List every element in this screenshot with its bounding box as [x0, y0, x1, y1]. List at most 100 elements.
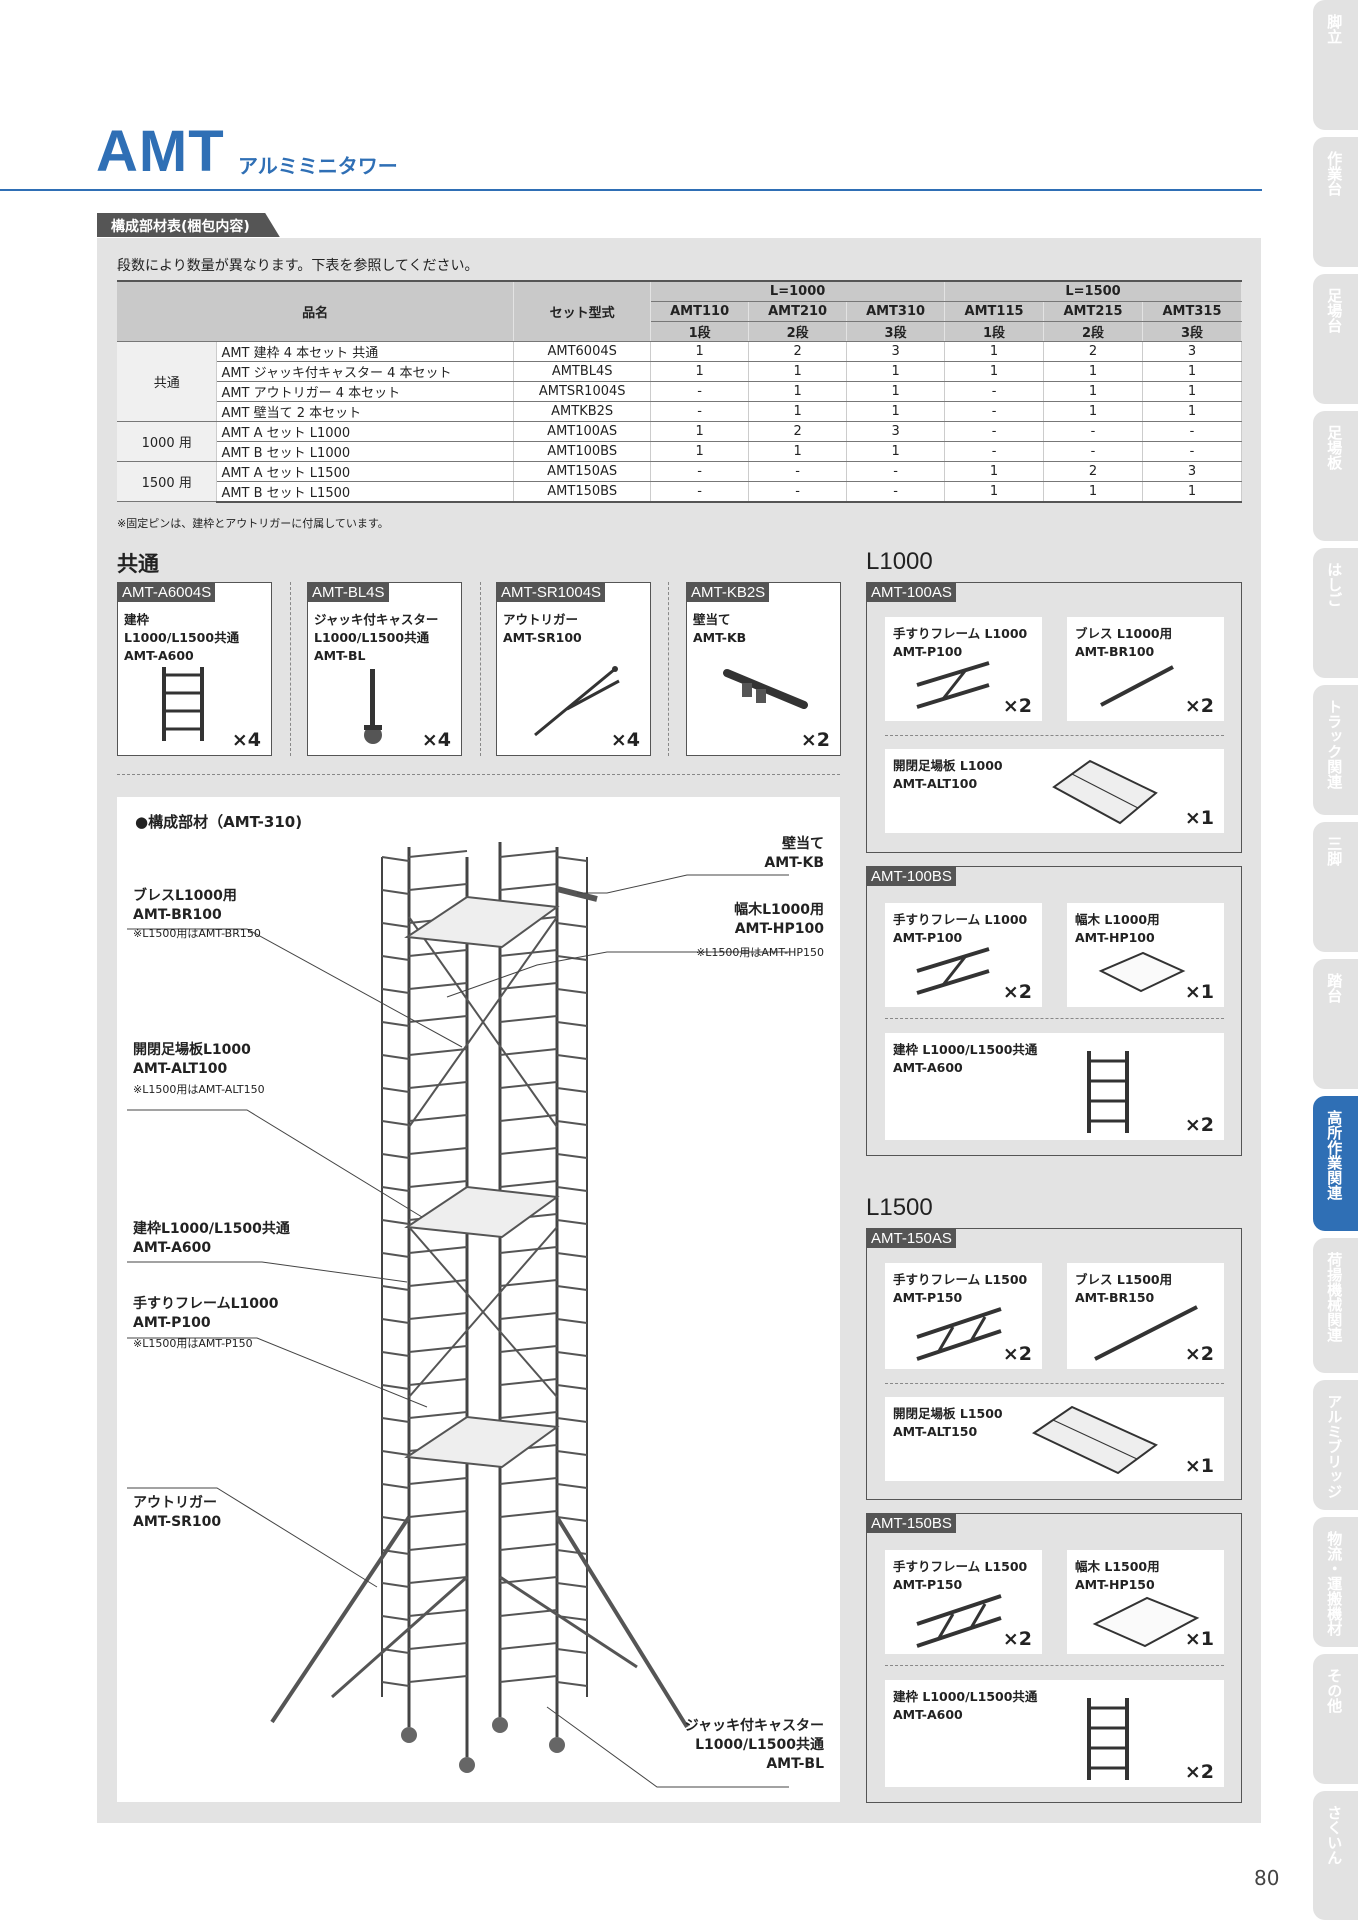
side-tab-other[interactable]: その他	[1313, 1654, 1358, 1784]
frame-rung	[556, 1087, 588, 1093]
side-tab-logistics[interactable]: 物流・運搬機材	[1313, 1517, 1358, 1647]
brace-illustration	[1094, 1305, 1198, 1361]
set-code: AMT-150BS	[867, 1514, 956, 1533]
frame-rung	[556, 1549, 588, 1555]
frame-rung	[499, 1609, 558, 1617]
frame-rung	[499, 1642, 558, 1650]
quantity-cell: 1	[1142, 401, 1242, 422]
item-name-cell: AMT ジャッキ付キャスター 4 本セット	[216, 361, 515, 382]
quantity-cell: 1	[846, 441, 946, 462]
quantity-cell: 1	[1043, 401, 1143, 422]
frame-rung	[381, 1384, 410, 1390]
quantity: ×2	[1184, 1343, 1214, 1365]
frame-rung	[556, 988, 588, 994]
frame-rung	[499, 1147, 558, 1155]
frame-rung	[408, 1147, 468, 1155]
quantity-cell: 1	[944, 361, 1045, 382]
title-divider	[0, 189, 1262, 191]
quantity-cell: -	[748, 481, 848, 503]
quantity-cell: 1	[748, 361, 848, 382]
frame-rung	[499, 1312, 558, 1320]
handrail-illustration	[916, 1307, 1002, 1361]
wall-tie-illustration	[723, 669, 808, 709]
side-tab-workbench[interactable]: 作業台	[1313, 137, 1358, 267]
quantity-cell: 2	[1043, 461, 1143, 482]
page-subtitle: アルミミニタワー	[238, 154, 398, 178]
frame-rung	[556, 1285, 588, 1291]
frame-rung	[408, 1543, 468, 1551]
quantity: ×1	[1184, 981, 1214, 1003]
quantity: ×1	[1184, 1628, 1214, 1650]
side-tab-truck[interactable]: トラック関連	[1313, 685, 1358, 815]
frame-rung	[381, 1186, 410, 1192]
quantity-cell: 1	[944, 481, 1045, 503]
note-brace: ※L1500用はAMT-BR150	[133, 927, 261, 940]
item-name-cell: AMT B セット L1000	[216, 441, 515, 462]
frame-rung	[381, 1681, 410, 1687]
frame-rung	[381, 1351, 410, 1357]
frame-rung	[408, 1378, 468, 1386]
set-type-cell: AMT6004S	[513, 341, 652, 362]
set-code: AMT-100AS	[867, 583, 956, 602]
side-tab-tripod[interactable]: 三脚	[1313, 822, 1358, 952]
frame-rung	[381, 1318, 410, 1324]
quantity-cell: 1	[1142, 481, 1242, 503]
l1000-heading: L1000	[866, 548, 933, 575]
frame-rung	[408, 1510, 468, 1518]
note-toe-board: ※L1500用はAMT-HP150	[696, 946, 824, 959]
frame-rung	[408, 1015, 468, 1023]
quantity: ×4	[610, 729, 640, 751]
quantity-cell: 1	[748, 381, 848, 402]
quantity-cell: -	[650, 481, 750, 503]
quantity-cell: -	[944, 401, 1045, 422]
quantity-cell: -	[846, 461, 946, 482]
frame-rung	[381, 955, 410, 961]
set-type-cell: AMT100AS	[513, 421, 652, 442]
side-tab-scaffold-stand[interactable]: 足場台	[1313, 274, 1358, 404]
side-tab-index[interactable]: さくいん	[1313, 1791, 1358, 1920]
quantity-cell: 3	[846, 421, 946, 442]
quantity-cell: -	[944, 421, 1045, 442]
frame-rung	[556, 1417, 588, 1423]
frame-rung	[381, 1615, 410, 1621]
row-group-label: 1500 用	[117, 461, 218, 502]
item-name-cell: AMT アウトリガー 4 本セット	[216, 381, 515, 402]
side-tab-hoist[interactable]: 荷揚機械関連	[1313, 1238, 1358, 1373]
frame-rung	[381, 1450, 410, 1456]
quantity: ×2	[1002, 1343, 1032, 1365]
frame-rung	[556, 1186, 588, 1192]
frame-rung	[499, 1675, 558, 1683]
side-tab-high-work[interactable]: 高所作業関連	[1313, 1096, 1358, 1231]
side-tab-ladder[interactable]: はしご	[1313, 548, 1358, 678]
frame-rung	[556, 1021, 588, 1027]
side-tab-step[interactable]: 踏台	[1313, 959, 1358, 1089]
frame-rung	[408, 1609, 468, 1617]
side-tab-scaffold-board[interactable]: 足場板	[1313, 411, 1358, 541]
quantity-cell: 1	[650, 361, 750, 382]
quantity-cell: 1	[650, 441, 750, 462]
quantity: ×2	[1184, 1761, 1214, 1783]
side-tab-bridge[interactable]: アルミブリッジ	[1313, 1380, 1358, 1510]
frame-rung	[499, 1543, 558, 1551]
frame-rung	[381, 1153, 410, 1159]
quantity: ×2	[1002, 981, 1032, 1003]
col-header-set-type: セット型式	[513, 280, 652, 342]
item-name-cell: AMT 建枠 4 本セット 共通	[216, 341, 515, 362]
side-tab-stepladder[interactable]: 脚立	[1313, 0, 1358, 130]
model-header: AMT210	[748, 301, 848, 322]
tier-header: 3段	[1142, 321, 1242, 342]
frame-rung	[381, 856, 410, 862]
frame-rung	[499, 1015, 558, 1023]
